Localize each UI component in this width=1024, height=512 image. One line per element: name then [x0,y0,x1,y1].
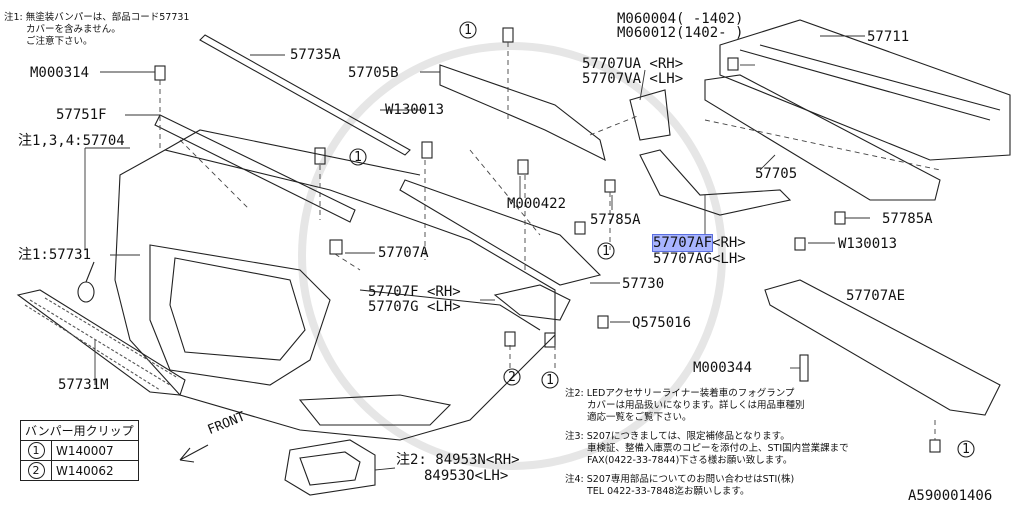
note-2-line-2: カバーは用品扱いになります。詳しくは用品車種別 [587,400,805,411]
label-57707f[interactable]: 57707F <RH> [368,284,461,300]
callout-1: 1 [962,442,970,457]
label-57707ag[interactable]: 57707AG<LH> [653,251,746,267]
clip-part-w140062[interactable]: W140062 [51,460,139,481]
note-1-line-1: 注1: 無塗装バンパーは、部品コード57731 [4,12,190,23]
bumper-clip-table: バンパー用クリップ 1 W140007 2 W140062 [20,420,139,481]
label-84953o[interactable]: 84953O<LH> [424,468,509,484]
note-4-line-2: TEL 0422-33-7848迄お願いします。 [587,486,750,497]
callout-1: 1 [602,244,610,259]
label-57707af-side: <RH> [712,235,746,251]
note-4-line-1: 注4: S207専用部品についてのお問い合わせはSTI(株) [565,474,795,485]
clip-part-w140007[interactable]: W140007 [51,440,139,461]
callout-2: 2 [508,370,516,385]
note-2-line-3: 適応一覧をご覧下さい。 [587,412,692,423]
clip-table-header: バンパー用クリップ [20,420,139,441]
fog-lamp-cover [284,439,376,496]
label-m000344[interactable]: M000344 [693,360,753,376]
note-3-line-2: 車検証、整備入庫票のコピーを添付の上、STI国内営業課まで [587,443,849,454]
callout-1: 1 [546,373,554,388]
label-57735a[interactable]: 57735A [290,47,341,63]
label-q575016[interactable]: Q575016 [632,315,692,331]
label-w130013-upper[interactable]: W130013 [385,102,445,118]
label-57707ae[interactable]: 57707AE [846,288,906,304]
callout-1: 1 [464,23,472,38]
label-57707a[interactable]: 57707A [378,245,429,261]
note-1-line-2: カバーを含みません。 [26,24,121,35]
clip-ref-1: 1 [27,442,45,459]
label-m000314[interactable]: M000314 [30,65,90,81]
label-m060004[interactable]: M060004( -1402) [617,11,744,27]
label-m000422[interactable]: M000422 [507,196,567,212]
impact-absorber [719,19,1011,161]
clip-ref-2: 2 [27,462,45,479]
note-3-line-1: 注3: S207につきましては、限定補修品となります。 [565,431,790,442]
label-57704[interactable]: 注1,3,4:57704 [18,133,125,149]
highlighted-part-57707af[interactable]: 57707AF [651,234,714,252]
note-2-line-1: 注2: LEDアクセサリーライナー装着車のフォグランプ [565,388,795,399]
label-57707ua[interactable]: 57707UA <RH> [582,56,684,72]
label-57731[interactable]: 注1:57731 [18,247,92,263]
label-57705[interactable]: 57705 [755,166,798,182]
label-57707af-rh[interactable]: 57707AF<RH> [651,234,746,252]
label-57707g[interactable]: 57707G <LH> [368,299,461,315]
label-57730[interactable]: 57730 [622,276,665,292]
note-1-line-3: ご注意下さい。 [26,36,93,47]
label-57785a-left[interactable]: 57785A [590,212,641,228]
label-57731m[interactable]: 57731M [58,377,109,393]
label-m060012[interactable]: M060012(1402- ) [617,25,744,41]
note-3-line-3: FAX(0422-33-7844)下さる様お願い致します。 [587,455,793,466]
table-row[interactable]: 1 W140007 [20,440,139,461]
front-arrow-icon [179,444,209,463]
label-w130013-right[interactable]: W130013 [838,236,898,252]
lower-grille-mesh [16,289,186,396]
diagram-code: A590001406 [908,488,993,504]
label-57711[interactable]: 57711 [867,29,910,45]
front-bumper-shell [114,149,556,441]
label-57785a-right[interactable]: 57785A [882,211,933,227]
table-row[interactable]: 2 W140062 [20,460,139,481]
callout-1: 1 [354,150,362,165]
label-84953n[interactable]: 注2: 84953N<RH> [396,452,520,468]
label-57751f[interactable]: 57751F [56,107,107,123]
label-57707va[interactable]: 57707VA <LH> [582,71,684,87]
label-57705b[interactable]: 57705B [348,65,399,81]
